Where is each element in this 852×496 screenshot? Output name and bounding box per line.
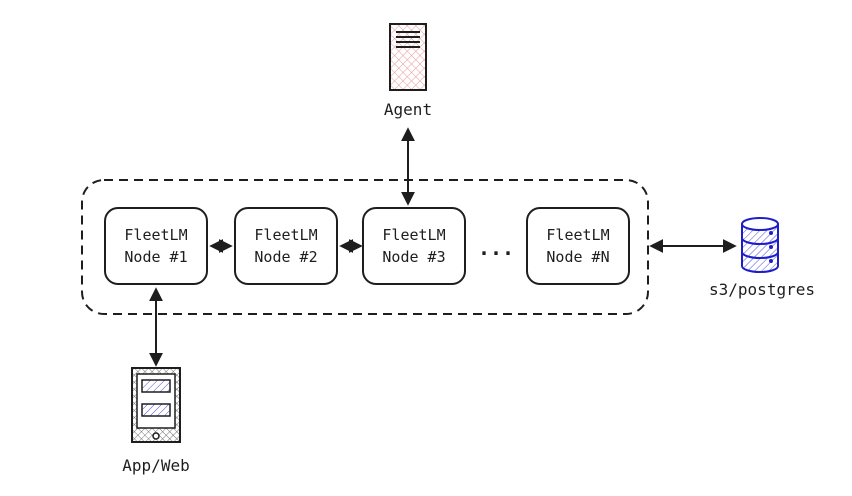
node-3: FleetLM Node #3: [362, 207, 466, 285]
cluster-boundary: [81, 179, 649, 315]
node-3-name: FleetLM: [382, 226, 446, 244]
server-icon: [389, 23, 427, 91]
client-label: App/Web: [122, 456, 190, 475]
node-n: FleetLM Node #N: [526, 207, 630, 285]
node-n-id: Node #N: [546, 248, 610, 266]
node-2-name: FleetLM: [254, 226, 318, 244]
node-2-id: Node #2: [254, 248, 318, 266]
node-n-name: FleetLM: [546, 226, 610, 244]
node-3-id: Node #3: [382, 248, 446, 266]
mobile-device-icon: [131, 367, 181, 443]
agent-label: Agent: [383, 100, 433, 119]
node-1-name: FleetLM: [124, 226, 188, 244]
node-2: FleetLM Node #2: [234, 207, 338, 285]
node-ellipsis: ...: [477, 236, 515, 260]
database-icon: [741, 217, 779, 273]
node-1: FleetLM Node #1: [104, 207, 208, 285]
storage-label: s3/postgres: [709, 280, 815, 299]
node-1-id: Node #1: [124, 248, 188, 266]
